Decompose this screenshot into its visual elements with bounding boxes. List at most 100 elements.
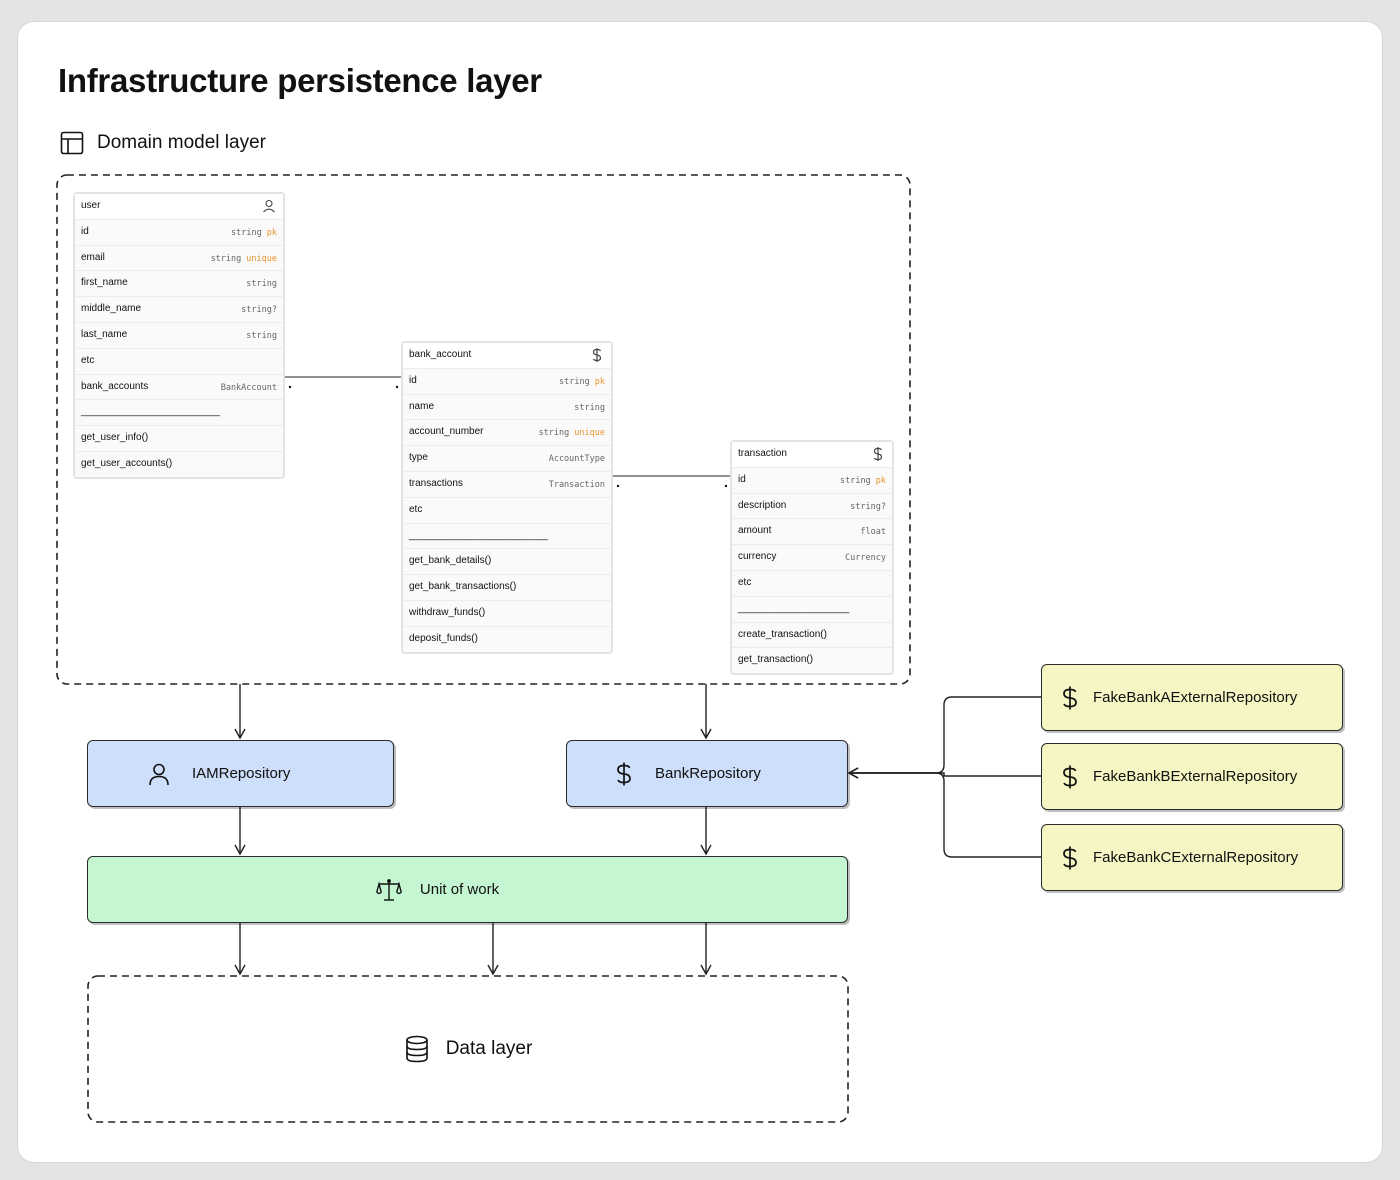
- dollar-icon: [1063, 765, 1077, 788]
- field-name: get_bank_details(): [409, 555, 492, 567]
- field-type-label: string: [210, 253, 242, 264]
- table-field-row[interactable]: withdraw_funds(): [403, 601, 611, 627]
- field-name: id: [409, 374, 417, 386]
- field-type: string?: [241, 298, 277, 323]
- data-layer-border: [87, 975, 849, 1123]
- table-field-row[interactable]: last_name string: [75, 323, 283, 349]
- field-name: get_user_info(): [81, 432, 149, 444]
- field-name: etc: [409, 503, 423, 515]
- field-name: id: [81, 225, 89, 237]
- field-type: Transaction: [549, 473, 605, 498]
- table-field-row[interactable]: get_user_accounts(): [75, 452, 283, 477]
- table-field-row[interactable]: create_transaction(): [732, 623, 892, 649]
- field-name: deposit_funds(): [409, 632, 478, 644]
- field-type-label: string: [538, 428, 570, 439]
- table-header: bank_account: [403, 343, 611, 369]
- field-type-label: string: [574, 402, 605, 413]
- dollar-icon: [1063, 846, 1077, 869]
- field-type-label: string: [246, 330, 277, 341]
- field-type: string pk: [559, 370, 605, 395]
- field-name: get_transaction(): [738, 654, 814, 666]
- field-type: string pk: [840, 469, 886, 494]
- data-layer-label: Data layer: [445, 1038, 533, 1059]
- field-type: string?: [850, 495, 886, 520]
- field-key-badge: unique: [574, 428, 605, 439]
- table-field-row[interactable]: etc: [403, 498, 611, 524]
- table-field-row[interactable]: etc: [732, 571, 892, 597]
- field-type-label: string?: [850, 501, 886, 512]
- table-field-row[interactable]: get_user_info(): [75, 426, 283, 452]
- field-key-badge: pk: [875, 475, 886, 486]
- table-field-row[interactable]: description string?: [732, 494, 892, 520]
- field-name: etc: [81, 354, 95, 366]
- field-type: string unique: [539, 421, 605, 446]
- field-type: string unique: [211, 247, 277, 272]
- field-type-label: string: [840, 475, 871, 486]
- field-type-label: float: [860, 527, 886, 538]
- field-name: account_number: [409, 426, 484, 438]
- dollar-icon: [617, 762, 631, 785]
- external-repository-label: FakeBankBExternalRepository: [1093, 768, 1298, 785]
- table-name: bank_account: [409, 349, 472, 360]
- field-type-label: string?: [241, 305, 277, 316]
- field-name: description: [738, 499, 787, 511]
- dollar-icon: [592, 348, 602, 362]
- table-field-row[interactable]: get_bank_transactions(): [403, 575, 611, 601]
- field-name: last_name: [81, 328, 128, 340]
- field-type: float: [860, 520, 886, 545]
- field-name: withdraw_funds(): [409, 606, 486, 618]
- table-field-row[interactable]: get_bank_details(): [403, 549, 611, 576]
- field-name: get_user_accounts(): [81, 457, 173, 469]
- data-layer-node[interactable]: Data layer: [88, 976, 848, 1122]
- field-type: string: [574, 396, 605, 421]
- field-key-badge: pk: [594, 376, 605, 387]
- arrow-fakebank-a: [847, 696, 1041, 779]
- field-type-label: BankAccount: [220, 382, 277, 393]
- table-field-row[interactable]: ____________________: [732, 597, 892, 623]
- field-name: ____________________: [738, 602, 850, 614]
- table-field-row[interactable]: account_number string unique: [403, 420, 611, 447]
- external-repository-a[interactable]: FakeBankAExternalRepository: [1041, 664, 1343, 731]
- table-field-row[interactable]: get_transaction(): [732, 648, 892, 673]
- external-repository-b[interactable]: FakeBankBExternalRepository: [1041, 743, 1343, 810]
- table-field-row[interactable]: _________________________: [75, 400, 283, 427]
- table-field-row[interactable]: first_name string: [75, 271, 283, 298]
- table-field-row[interactable]: etc: [75, 349, 283, 375]
- unit-of-work-node[interactable]: Unit of work: [87, 856, 848, 923]
- field-type-label: string: [559, 376, 590, 387]
- user-icon: [149, 763, 169, 785]
- bank-repository-node[interactable]: BankRepository: [566, 740, 848, 807]
- database-icon: [405, 1035, 428, 1063]
- iam-repository-label: IAMRepository: [192, 765, 291, 782]
- field-type-label: string: [246, 279, 277, 290]
- external-repository-label: FakeBankAExternalRepository: [1093, 689, 1298, 706]
- field-name: first_name: [81, 277, 128, 289]
- bank-repository-label: BankRepository: [655, 765, 761, 782]
- field-name: _________________________: [81, 406, 221, 418]
- field-type: string: [246, 272, 277, 297]
- table-field-row[interactable]: deposit_funds(): [403, 627, 611, 652]
- external-repository-label: FakeBankCExternalRepository: [1093, 849, 1299, 866]
- field-key-badge: unique: [246, 253, 277, 264]
- iam-repository-node[interactable]: IAMRepository: [87, 740, 394, 807]
- table-field-row[interactable]: _________________________: [403, 524, 611, 550]
- table-field-row[interactable]: id string pk: [403, 369, 611, 395]
- field-name: get_bank_transactions(): [409, 581, 517, 593]
- user-icon: [263, 199, 275, 213]
- domain-layer-border: [56, 174, 911, 685]
- external-repository-c[interactable]: FakeBankCExternalRepository: [1041, 824, 1343, 891]
